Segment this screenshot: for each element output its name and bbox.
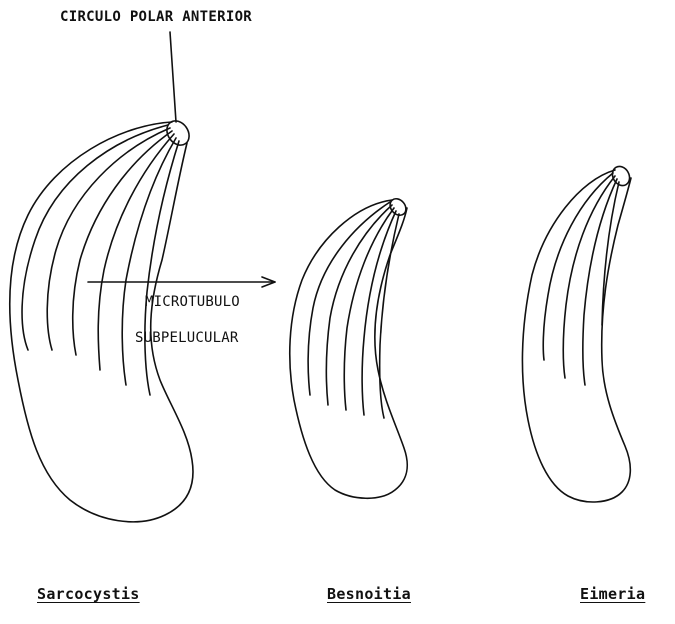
genus-label-eimeria: Eimeria [580, 585, 645, 603]
besnoitia-subpellicular-microtubules [308, 202, 399, 418]
genus-label-besnoitia: Besnoitia [327, 585, 411, 603]
sarcocystis-subpellicular-microtubules [22, 125, 179, 395]
anterior-polar-ring-label: CIRCULO POLAR ANTERIOR [60, 9, 252, 25]
besnoitia-zoite [290, 196, 409, 499]
subpellicular-microtubule-label-line-1: MICROTUBULO [145, 294, 240, 310]
polar-ring-leader-line [170, 32, 176, 122]
sarcocystis-microtubule [122, 138, 176, 385]
sarcocystis-body-outline [10, 122, 193, 522]
sarcocystis-microtubule [145, 141, 179, 395]
besnoitia-body-outline [290, 200, 407, 498]
eimeria-zoite [522, 163, 633, 502]
besnoitia-microtubule [326, 205, 392, 405]
eimeria-microtubule [583, 179, 617, 385]
sarcocystis-microtubule [22, 125, 168, 350]
besnoitia-microtubule [344, 208, 394, 410]
genus-label-sarcocystis: Sarcocystis [37, 585, 140, 603]
besnoitia-microtubule [362, 211, 396, 415]
eimeria-body-outline [522, 170, 631, 502]
sarcocystis-zoite [10, 117, 194, 522]
subpellicular-microtubule-label-line-2: SUBPELUCULAR [135, 330, 239, 346]
